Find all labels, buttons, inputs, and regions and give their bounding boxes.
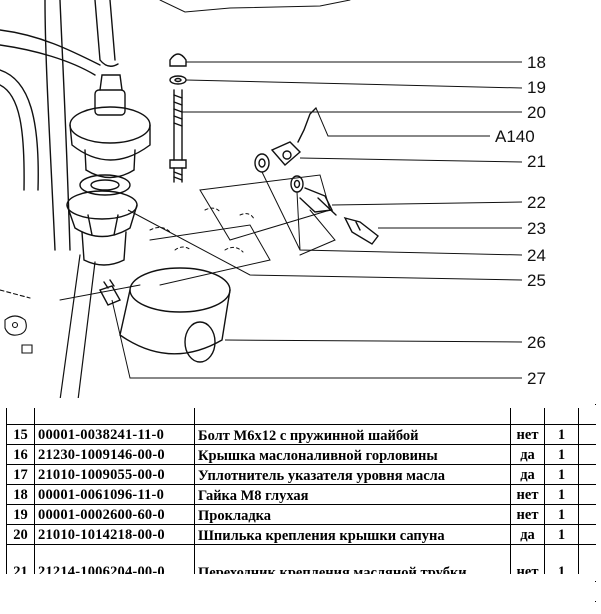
row-number: 15 [6,424,35,445]
oil-pipe-end [297,107,317,143]
row-number: 17 [6,464,35,485]
part-name: Болт М6х12 с пружинной шайбой [194,424,511,445]
callout-22: 22 [527,193,546,212]
part-code: 00001-0002600-60-0 [34,504,195,525]
table-row: 16 21230-1009146-00-0 Крышка маслоналивн… [6,444,596,465]
part-flag: нет [510,424,545,445]
breather-housing [69,74,151,179]
callout-26: 26 [527,333,546,352]
part-flag: нет [510,484,545,505]
table-crop-top [6,398,595,408]
drain-fitting [98,279,122,306]
oil-filter [119,267,231,363]
table-row: 19 00001-0002600-60-0 Прокладка нет 1 [6,504,596,525]
callout-18: 18 [527,53,546,72]
part-qty: 1 [544,444,579,465]
small-bracket [0,289,33,354]
callout-20: 20 [527,103,546,122]
gasket-washer [169,75,187,85]
part-code: 00001-0061096-11-0 [34,484,195,505]
row-number: 16 [6,444,35,465]
table-row: 15 00001-0038241-11-0 Болт М6х12 с пружи… [6,424,596,445]
part-code: 21010-1014218-00-0 [34,524,195,545]
exploded-view-drawing [0,0,523,400]
part-qty: 1 [544,424,579,445]
callout-27: 27 [527,369,546,388]
stud-bolt [169,89,187,183]
part-flag: да [510,444,545,465]
callout-24: 24 [527,246,546,265]
callout-A140: A140 [495,127,535,146]
row-number: 19 [6,504,35,525]
part-code: 21010-1009055-00-0 [34,464,195,485]
callout-19: 19 [527,78,546,97]
part-flag: да [510,464,545,485]
row-number: 20 [6,524,35,545]
part-name: Прокладка [194,504,511,525]
filler-neck [59,174,138,400]
part-name: Шпилька крепления крышки сапуна [194,524,511,545]
part-flag: да [510,524,545,545]
cap-nut [169,53,187,67]
table-row: 17 21010-1009055-00-0 Уплотнитель указат… [6,464,596,485]
part-code: 21230-1009146-00-0 [34,444,195,465]
table-row: 20 21010-1014218-00-0 Шпилька крепления … [6,524,596,545]
union-bolt [299,187,337,216]
breather-hoses [0,0,119,251]
part-flag: нет [510,504,545,525]
table-row: 18 00001-0061096-11-0 Гайка М8 глухая не… [6,484,596,505]
part-name: Гайка М8 глухая [194,484,511,505]
part-name: Крышка маслоналивной горловины [194,444,511,465]
callout-25: 25 [527,271,546,290]
adapter-fitting [254,141,304,193]
engine-block-sketch [59,0,351,301]
callout-23: 23 [527,219,546,238]
part-name: Уплотнитель указателя уровня масла [194,464,511,485]
part-code: 00001-0038241-11-0 [34,424,195,445]
table-crop-bottom [6,574,595,614]
row-number: 18 [6,484,35,505]
part-qty: 1 [544,484,579,505]
part-qty: 1 [544,524,579,545]
parts-table: 15 00001-0038241-11-0 Болт М6х12 с пружи… [6,404,596,602]
part-qty: 1 [544,504,579,525]
callout-21: 21 [527,152,546,171]
part-qty: 1 [544,464,579,485]
pressure-sensor [343,216,379,245]
